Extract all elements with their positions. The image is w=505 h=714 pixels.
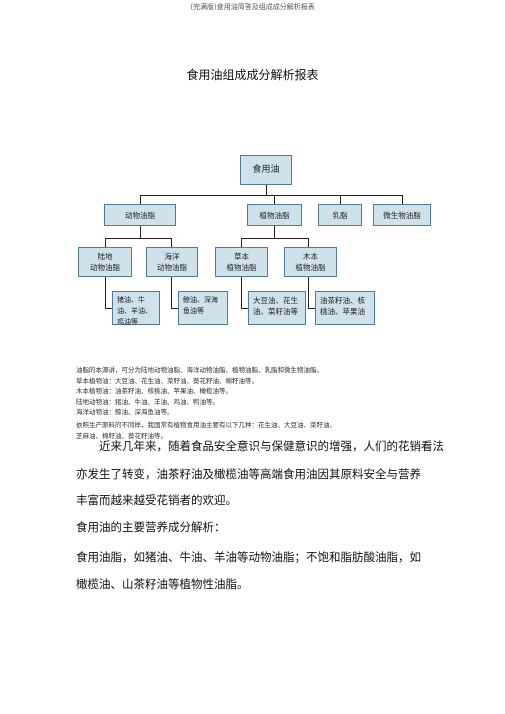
note-line: 海洋动物油：鲸油、深海鱼油等。 [76,408,174,417]
connector [241,238,309,239]
connector [105,238,172,239]
classification-notes: 油脂的本源讲，可分为陆地动物油脂、海洋动物油脂、植物油脂、乳脂和微生物油脂。 草… [76,365,436,441]
connector [402,195,403,205]
node-label-line: 陆地 [97,252,113,261]
connector [105,277,106,308]
note-line: 木本植物油：油茶籽油、核桃油、苹果油、橄榄油等。 [76,387,232,396]
node-plant-fat: 植物油脂 [247,204,302,226]
node-label-line: 植物油脂 [226,263,257,272]
connector [340,195,341,205]
node-label-line: 木本 [303,252,318,261]
page-title: 食用油组成成分解析报表 [186,68,319,82]
node-marine-animal-fat: 海洋 动物油脂 [146,247,198,277]
node-label-line: 动物油脂 [157,263,187,272]
connector [308,277,309,308]
node-label-line: 草本 [234,252,249,261]
connector [241,277,242,308]
leaf-marine-animal-oils: 鲸油、深海鱼油等 [178,291,228,325]
body-line: 亦发生了转变，油茶籽油及橄榄油等高端食用油因其原料安全与营养 [76,467,421,481]
node-land-animal-fat: 陆地 动物油脂 [78,247,132,277]
connector [241,308,248,309]
body-text: 近来几年来，随着食品安全意识与保健意识的增强，人们的花销看法 亦发生了转变，油茶… [76,436,446,596]
node-label-line: 海洋 [164,252,180,261]
body-line: 橄榄油、山茶籽油等植物性油脂。 [76,577,249,591]
connector [266,185,267,195]
node-woody-plant-fat: 木本 植物油脂 [284,247,337,277]
connector [171,277,172,308]
connector [140,226,141,238]
connector [140,195,141,205]
leaf-herbaceous-plant-oils: 大豆油、花生油、菜籽油等 [248,291,306,325]
connector [105,308,112,309]
note-line: 草本植物油：大豆油、花生油、菜籽油、葵花籽油、棉籽油等。 [76,376,258,385]
connector [105,238,106,248]
body-line: 近来几年来，随着食品安全意识与保健意识的增强，人们的花销看法 [99,439,444,453]
node-animal-fat: 动物油脂 [104,204,176,226]
note-line: 依照生产原料的不同样，我国常有植物食用油主要有以下几种：花生油、大豆油、菜籽油、 [76,420,336,429]
connector [241,238,242,248]
connector [171,238,172,248]
body-line: 食用油脂，如猪油、牛油、羊油等动物油脂；不饱和脂肪酸油脂，如 [76,550,421,564]
node-milk-fat: 乳脂 [318,204,362,226]
leaf-land-animal-oils: 猪油、牛油、羊油、鸡油等 [112,291,160,326]
body-line: 丰富而越来越受花销者的欢迎。 [76,493,237,507]
node-herbaceous-plant-fat: 草本 植物油脂 [215,247,268,277]
note-line: 油脂的本源讲，可分为陆地动物油脂、海洋动物油脂、植物油脂、乳脂和微生物油脂。 [76,366,323,374]
node-label-line: 动物油脂 [90,263,120,272]
note-line: 芝麻油、棉籽油、葵花籽油等。 [76,431,167,440]
node-root: 食用油 [240,155,292,185]
connector [274,195,275,205]
page-header: (完满版)食用油简答及组成成分解析报表 [190,3,315,11]
note-line: 陆地动物油：猪油、牛油、羊油、鸡油、鸭油等。 [76,397,219,406]
connector [308,238,309,248]
connector [274,226,275,238]
leaf-woody-plant-oils: 油茶籽油、核桃油、苹果油 [315,291,375,325]
connector [308,308,315,309]
body-line: 食用油的主要营养成分解析： [76,520,226,534]
node-microbial-fat: 微生物油脂 [373,204,431,226]
node-label-line: 植物油脂 [295,263,326,272]
connector [140,195,403,196]
connector [171,308,178,309]
